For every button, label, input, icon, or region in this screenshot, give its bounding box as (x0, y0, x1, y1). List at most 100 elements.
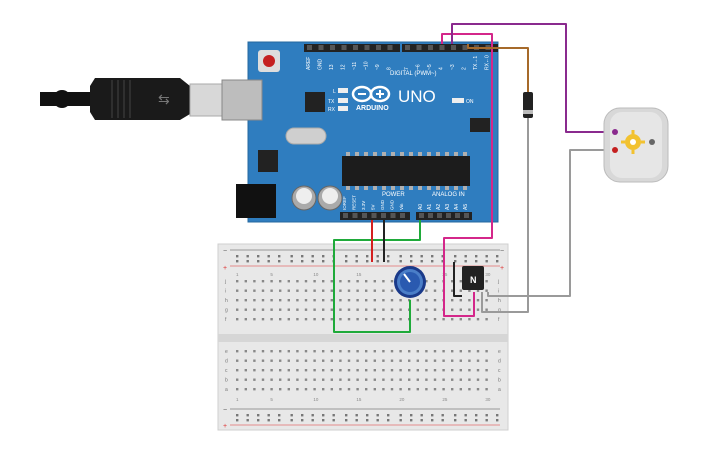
crystal (285, 127, 327, 145)
breadboard-row-label: g (498, 308, 501, 314)
digital-pin-label: 8 (387, 67, 393, 70)
wire-gray-diode (481, 118, 529, 313)
potentiometer-knob-indicator-icon (403, 273, 411, 283)
analog-pin[interactable] (455, 213, 460, 218)
analog-pin[interactable] (419, 213, 424, 218)
breadboard-row-label: a (225, 387, 228, 393)
breadboard-column-label: 15 (356, 272, 362, 277)
breadboard-row-label: b (498, 378, 501, 384)
digital-pin-label: TX→1 (473, 56, 479, 70)
digital-pin[interactable] (353, 45, 358, 50)
analog-pin-label: A2 (436, 204, 442, 210)
breadboard-row-label: i (225, 289, 226, 295)
digital-label: DIGITAL (PWM~) (390, 71, 437, 77)
breadboard-row-label: i (498, 289, 499, 295)
digital-header-left (304, 44, 400, 52)
wire-gray-motor (487, 149, 610, 297)
power-label: POWER (382, 192, 405, 198)
breadboard-row-label: j (224, 279, 226, 285)
breadboard-row-label: h (225, 298, 228, 304)
digital-header-right (402, 44, 498, 52)
analog-pin-label: A3 (445, 204, 451, 210)
digital-pin-label: ~9 (375, 64, 381, 70)
power-pin[interactable] (400, 213, 405, 218)
usb-symbol-icon: ⇆ (158, 91, 170, 107)
power-pin[interactable] (362, 213, 367, 218)
wire-brown-diode (467, 44, 529, 92)
analog-pin[interactable] (437, 213, 442, 218)
power-pin-label: IOREF (342, 196, 347, 210)
analog-pin[interactable] (428, 213, 433, 218)
power-pin[interactable] (390, 213, 396, 218)
motor-terminal-plus (612, 129, 618, 135)
wire-black-bb (453, 262, 462, 297)
digital-pin-label: ~11 (352, 62, 358, 70)
board-model: UNO (398, 87, 436, 106)
svg-text:−: − (223, 407, 227, 414)
usb-socket (221, 79, 263, 121)
breadboard-row-label: a (498, 387, 501, 393)
led-tx-label: TX (328, 99, 335, 105)
led-on (452, 98, 464, 103)
power-pin-label: GND (380, 199, 385, 210)
digital-pin[interactable] (387, 45, 393, 50)
digital-pin-label: 13 (329, 64, 335, 70)
analog-pin-label: A0 (418, 204, 424, 210)
svg-text:−: − (223, 248, 227, 255)
on-label: ON (466, 99, 474, 105)
power-pin[interactable] (343, 213, 348, 218)
power-pin[interactable] (381, 213, 386, 218)
potentiometer[interactable] (394, 266, 426, 298)
analog-pin-label: A5 (463, 204, 469, 210)
digital-pin-label: 7 (404, 67, 410, 70)
power-jack (236, 184, 276, 218)
breadboard-column-label: 5 (270, 272, 273, 277)
dc-motor (603, 107, 669, 183)
digital-pin[interactable] (439, 45, 445, 50)
digital-pin[interactable] (405, 45, 410, 50)
power-pin[interactable] (371, 213, 377, 218)
led-rx (338, 106, 348, 111)
wire-magenta-pin3 (441, 33, 493, 317)
arduino-logo-icon (351, 85, 391, 103)
breadboard-column-label: 10 (313, 272, 319, 277)
wire-purple-motor (451, 23, 610, 133)
breadboard-column-label: 15 (356, 397, 362, 402)
digital-pin[interactable] (462, 45, 468, 50)
digital-pin-label: 2 (462, 67, 468, 70)
power-pin[interactable] (352, 213, 358, 218)
digital-pin[interactable] (451, 45, 456, 50)
digital-pin[interactable] (376, 45, 381, 50)
breadboard-row-label: c (498, 368, 501, 374)
diode (523, 92, 533, 118)
digital-pin[interactable] (330, 45, 335, 50)
digital-pin[interactable] (416, 45, 422, 50)
analog-pin[interactable] (464, 213, 469, 218)
transistor: N (462, 266, 484, 290)
power-pin-label: RESET (352, 195, 357, 210)
digital-pin[interactable] (364, 45, 370, 50)
digital-pin[interactable] (307, 45, 312, 50)
led-l (338, 88, 348, 93)
led-rx-label: RX (328, 107, 336, 113)
analog-pin-label: A4 (454, 204, 460, 210)
analog-pin[interactable] (446, 213, 451, 218)
atmega-chip (342, 156, 470, 186)
usb-plug-body (90, 78, 190, 120)
breadboard-column-label: 30 (485, 272, 491, 277)
breadboard-row-label: e (498, 349, 501, 355)
power-pin-label: Vin (399, 203, 404, 210)
svg-text:+: + (223, 265, 227, 272)
digital-pin[interactable] (428, 45, 433, 50)
transistor-label: N (470, 275, 477, 285)
led-l-label: L (333, 89, 336, 95)
breadboard-column-label: 10 (313, 397, 319, 402)
led-tx (338, 98, 348, 103)
digital-pin[interactable] (318, 45, 324, 50)
digital-pin[interactable] (341, 45, 347, 50)
breadboard-column-label: 1 (236, 397, 239, 402)
svg-text:+: + (500, 265, 504, 272)
breadboard-row-label: d (498, 359, 501, 365)
